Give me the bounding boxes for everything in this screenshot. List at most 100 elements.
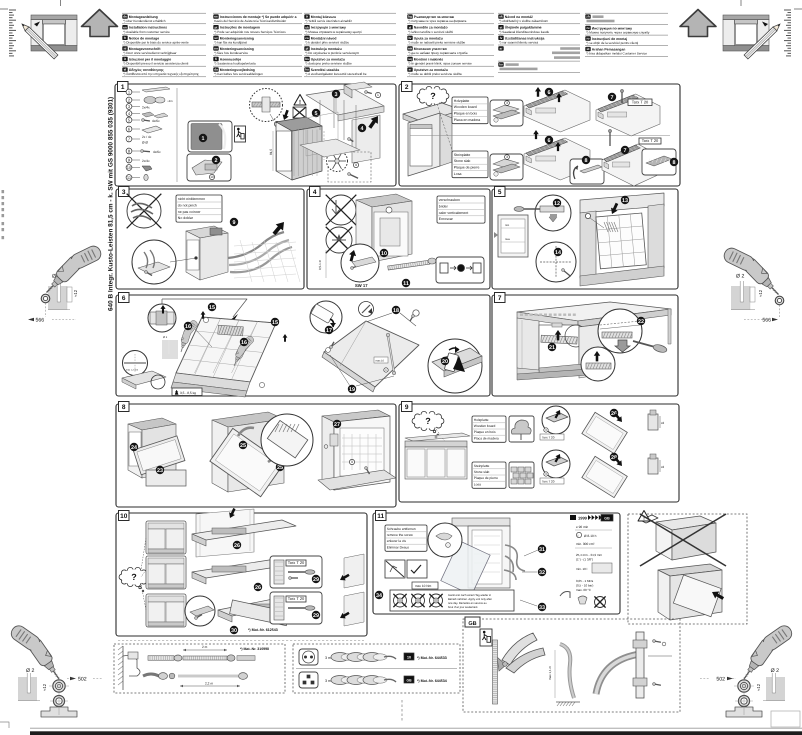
svg-text:20: 20 (442, 359, 448, 365)
svg-text:*) Disponibili presso il servi: *) Disponibili presso il servizio assist… (123, 62, 188, 66)
svg-text:566: 566 (36, 318, 45, 324)
svg-text:pl: pl (306, 47, 309, 51)
svg-text:10: 10 (210, 175, 214, 179)
svg-text:*) Do uzyskania w punkcie serw: *) Do uzyskania w punkcie serwisowym (305, 51, 359, 55)
svg-text:ko: ko (499, 63, 503, 67)
svg-text:max. 60 °C: max. 60 °C (576, 588, 592, 592)
svg-text:GB: GB (406, 678, 412, 682)
svg-text:15: 15 (272, 320, 278, 326)
svg-text:34: 34 (376, 593, 382, 599)
svg-text:2 m: 2 m (202, 645, 208, 649)
svg-text:10: 10 (120, 513, 128, 520)
svg-text:*) Mat.-Nr. 612543: *) Mat.-Nr. 612543 (248, 628, 278, 632)
svg-text:30: 30 (231, 628, 237, 634)
svg-text:8: 8 (128, 148, 131, 153)
svg-text:7: 7 (128, 136, 131, 141)
svg-text:Ø 2: Ø 2 (771, 668, 779, 674)
svg-text:4x/6x: 4x/6x (153, 150, 161, 154)
svg-text:one day. Remettre en service a: one day. Remettre en service au (448, 602, 487, 605)
svg-text:*) Yetkili servis üzerinden al: *) Yetkili servis üzerinden alınabilir (305, 19, 352, 23)
svg-text:3: 3 (545, 428, 547, 432)
svg-text:*) Mat.-Nr. 644533: *) Mat.-Nr. 644533 (417, 656, 447, 660)
svg-text:6: 6 (548, 90, 551, 96)
svg-text:1: 1 (128, 89, 131, 94)
svg-text:Ø 8-10 h: Ø 8-10 h (584, 534, 597, 538)
svg-text:2x / 4x: 2x / 4x (142, 135, 152, 139)
svg-text:3: 3 (128, 104, 131, 109)
svg-text:9: 9 (405, 404, 409, 411)
svg-text:*) Mat.-Nr. 644534: *) Mat.-Nr. 644534 (417, 679, 447, 683)
svg-text:11: 11 (127, 175, 132, 180)
svg-text:min. 10 l: min. 10 l (576, 567, 588, 571)
svg-text:sv: sv (214, 36, 218, 40)
svg-text:el: el (124, 68, 127, 72)
svg-text:cs: cs (305, 36, 309, 40)
svg-text:Arahan Pemasangan: Arahan Pemasangan (592, 48, 626, 52)
svg-text:*) Pode ser adquirido nos noss: *) Pode ser adquirido nos nossos Serviço… (214, 30, 286, 34)
svg-text:8: 8 (673, 160, 676, 166)
svg-text:26: 26 (611, 411, 617, 417)
svg-text:Ø 2: Ø 2 (163, 336, 168, 339)
svg-text:id: id (587, 47, 590, 51)
svg-text:!: ! (643, 516, 645, 522)
svg-text:2: 2 (405, 84, 409, 91)
svg-text:Placa en madera: Placa en madera (454, 118, 481, 122)
svg-text:≈12: ≈12 (73, 289, 78, 297)
svg-text:da: da (214, 68, 218, 72)
svg-text:502: 502 (716, 677, 725, 683)
svg-text:Wooden board: Wooden board (454, 105, 477, 109)
svg-text:en: en (123, 25, 127, 29)
svg-text:*) fåes hos kundeservice: *) fåes hos kundeservice (214, 51, 248, 55)
svg-text:*) tё gjendet pranё klinik. si: *) tё gjendet pranё klinik. sipas zonave… (408, 62, 472, 66)
svg-text:*) k dostání přes servisní slu: *) k dostání přes servisní službu (305, 40, 349, 44)
svg-text:5: 5 (315, 111, 318, 117)
svg-text:Plaque en bois: Plaque en bois (474, 430, 496, 434)
svg-text:través del Servicio de Asisten: través del Servicio de Asistencia Técnic… (214, 19, 286, 23)
svg-text:*) Saadaval klienditeeninduse: *) Saadaval klienditeeninduse kaudu (499, 30, 549, 34)
svg-text:3: 3 (506, 155, 508, 159)
svg-text:caler verticalement: caler verticalement (439, 211, 468, 215)
svg-text:Notice de montage: Notice de montage (129, 36, 159, 40)
svg-text:5: 5 (128, 117, 131, 122)
svg-text:Navodilo za montažo: Navodilo za montažo (414, 26, 448, 30)
svg-text:uk: uk (305, 25, 309, 29)
svg-text:8: 8 (122, 404, 126, 411)
svg-text:*) διατίθενται από την υπηρεσί: *) διατίθενται από την υπηρεσία τεχνικής… (123, 72, 199, 76)
svg-text:*) Door onze servicedienst ver: *) Door onze servicedienst verkrijgbaar (123, 51, 176, 55)
svg-text:ru: ru (586, 26, 589, 30)
svg-text:Stone slab: Stone slab (474, 470, 490, 474)
svg-text:max 1,2 mm: max 1,2 mm (126, 369, 138, 372)
svg-text:7: 7 (498, 295, 502, 302)
svg-text:17: 17 (326, 328, 332, 334)
svg-text:2,2 m: 2,2 m (205, 682, 213, 686)
svg-text:No doblar: No doblar (178, 216, 194, 220)
svg-text:bs: bs (305, 57, 309, 61)
svg-text:ne pas coincer: ne pas coincer (178, 210, 202, 214)
svg-text:23: 23 (157, 468, 163, 474)
svg-text:2: 2 (215, 158, 218, 164)
svg-text:max: max (505, 238, 511, 241)
svg-text:nicht einklemmen: nicht einklemmen (178, 197, 205, 201)
svg-text:Torx T 20: Torx T 20 (642, 138, 659, 143)
svg-text:1: 1 (121, 84, 125, 91)
svg-text:x2: x2 (661, 465, 665, 469)
svg-text:33: 33 (539, 605, 545, 611)
svg-text:bout d’un jour seulement.: bout d’un jour seulement. (448, 606, 478, 609)
svg-text:9: 9 (355, 163, 357, 167)
svg-text:Eliminar Desus: Eliminar Desus (387, 545, 410, 549)
svg-text:x2: x2 (661, 421, 665, 425)
svg-text:10: 10 (127, 165, 132, 170)
svg-text:Betrieb nehmen. Apply unit onl: Betrieb nehmen. Apply unit only after (448, 598, 492, 601)
svg-text:max 10 Nm: max 10 Nm (415, 584, 432, 588)
svg-text:sl: sl (409, 25, 412, 29)
svg-text:Enroscar: Enroscar (439, 217, 454, 221)
svg-text:4: 4 (128, 111, 131, 116)
svg-text:Ülejärele paigaldamine: Ülejärele paigaldamine (505, 26, 542, 30)
svg-text:Torx T 20: Torx T 20 (542, 480, 555, 484)
svg-text:Uputa za montažu: Uputa za montažu (414, 36, 443, 40)
svg-text:!: ! (578, 534, 579, 538)
svg-text:11: 11 (377, 513, 384, 520)
svg-text:8: 8 (585, 158, 588, 164)
svg-text:Montaj kılavuzu: Montaj kılavuzu (311, 15, 336, 19)
svg-text:6: 6 (128, 126, 131, 131)
